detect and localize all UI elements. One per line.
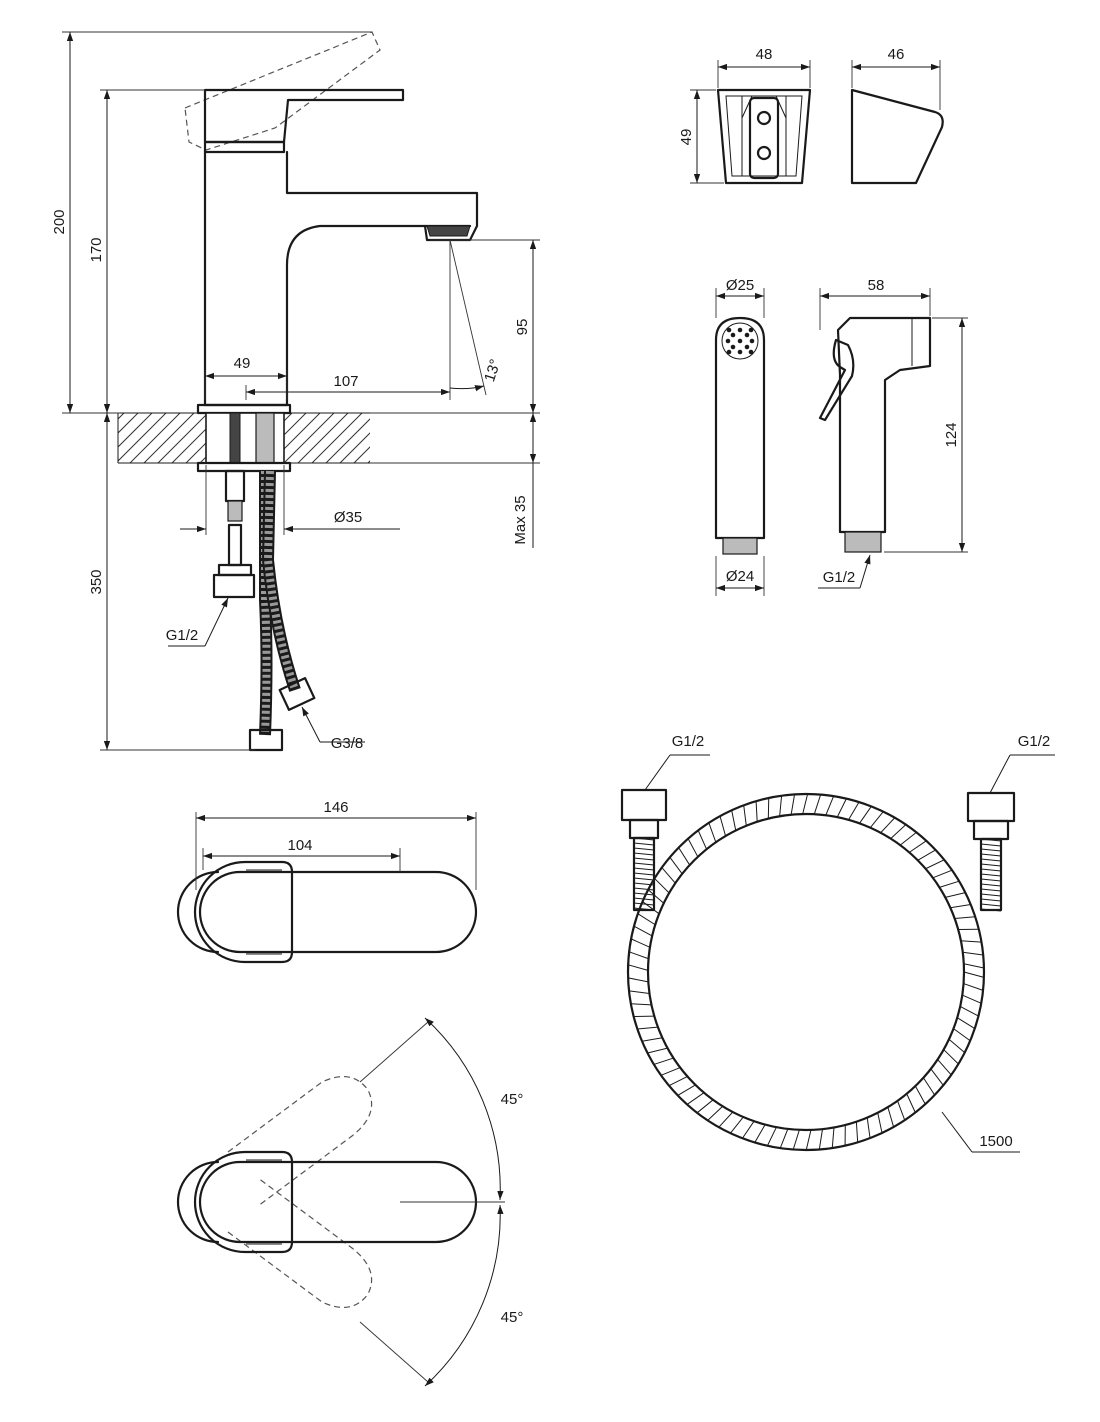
faucet-rotation-view: [176, 1075, 478, 1309]
dim-rot-45-upper: 45°: [501, 1091, 524, 1108]
label-g38: G3/8: [331, 735, 364, 752]
dim-holder-49: 49: [678, 129, 695, 146]
label-hose-g12-right: G1/2: [1018, 733, 1051, 750]
hand-shower-side: [818, 316, 932, 553]
dim-95: 95: [514, 319, 531, 336]
label-g12-faucet: G1/2: [166, 627, 199, 644]
shower-dimensions: [715, 288, 968, 596]
dim-49-faucet: 49: [234, 355, 251, 372]
wall-holder-side: [850, 88, 944, 185]
dim-phi35: Ø35: [334, 509, 362, 526]
dim-170: 170: [88, 237, 105, 262]
dim-shower-phi25: Ø25: [726, 277, 754, 294]
rotation-dimensions: [359, 1017, 505, 1387]
wall-holder-front: [716, 88, 812, 185]
holder-dimensions: [690, 60, 941, 184]
dim-hose-1500: 1500: [979, 1133, 1012, 1150]
dim-rot-45-lower: 45°: [501, 1309, 524, 1326]
dim-top-104: 104: [287, 837, 312, 854]
dim-shower-phi24: Ø24: [726, 568, 754, 585]
dim-shower-124: 124: [943, 422, 960, 447]
top-view-dimensions: [195, 812, 477, 890]
dim-shower-58: 58: [868, 277, 885, 294]
dim-200: 200: [51, 209, 68, 234]
dim-holder-46: 46: [888, 46, 905, 63]
dim-max35: Max 35: [512, 495, 529, 544]
dim-top-146: 146: [323, 799, 348, 816]
label-shower-g12: G1/2: [823, 569, 856, 586]
dim-holder-48: 48: [756, 46, 773, 63]
label-hose-g12-left: G1/2: [672, 733, 705, 750]
faucet-side-view: [117, 31, 479, 752]
dim-13deg: 13°: [481, 357, 504, 384]
faucet-top-view: [176, 860, 478, 964]
dim-107: 107: [333, 373, 358, 390]
dim-350: 350: [88, 569, 105, 594]
faucet-dimensions: [62, 31, 540, 751]
shower-hose: [620, 754, 1055, 1153]
hand-shower-front: [714, 316, 766, 555]
